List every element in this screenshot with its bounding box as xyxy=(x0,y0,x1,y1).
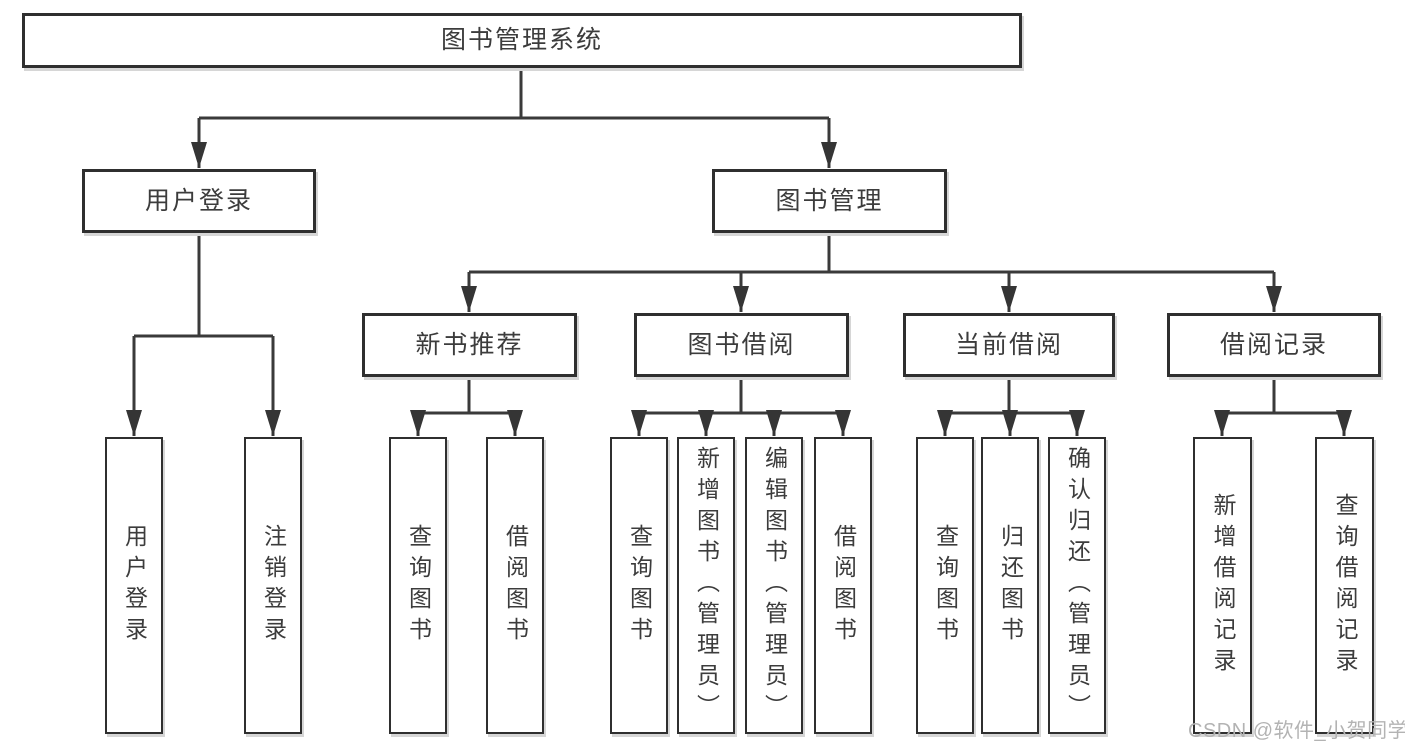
leaf-logout: 注销登录 xyxy=(244,437,302,734)
leaf-query-books-recommend: 查询图书 xyxy=(389,437,447,734)
leaf-borrow-books-recommend: 借阅图书 xyxy=(486,437,544,734)
node-current-borrowing: 当前借阅 xyxy=(903,313,1115,377)
leaf-query-borrow-record: 查询借阅记录 xyxy=(1315,437,1374,734)
leaf-borrow-books-borrowing: 借阅图书 xyxy=(814,437,872,734)
leaf-query-books-borrowing: 查询图书 xyxy=(610,437,668,734)
node-book-borrowing: 图书借阅 xyxy=(634,313,849,377)
node-book-management: 图书管理 xyxy=(712,169,947,233)
csdn-watermark: CSDN @软件_小贺同学 xyxy=(1188,720,1405,742)
leaf-add-book-admin: 新增图书（管理员） xyxy=(677,437,735,734)
leaf-add-borrow-record: 新增借阅记录 xyxy=(1193,437,1252,734)
leaf-query-books-current: 查询图书 xyxy=(916,437,974,734)
node-user-login: 用户登录 xyxy=(82,169,316,233)
leaf-user-login: 用户登录 xyxy=(105,437,163,734)
leaf-confirm-return-admin: 确认归还（管理员） xyxy=(1048,437,1106,734)
node-new-book-recommendation: 新书推荐 xyxy=(362,313,577,377)
leaf-return-book: 归还图书 xyxy=(981,437,1039,734)
node-borrowing-records: 借阅记录 xyxy=(1167,313,1381,377)
node-library-management-system: 图书管理系统 xyxy=(22,13,1022,68)
leaf-edit-book-admin: 编辑图书（管理员） xyxy=(745,437,803,734)
